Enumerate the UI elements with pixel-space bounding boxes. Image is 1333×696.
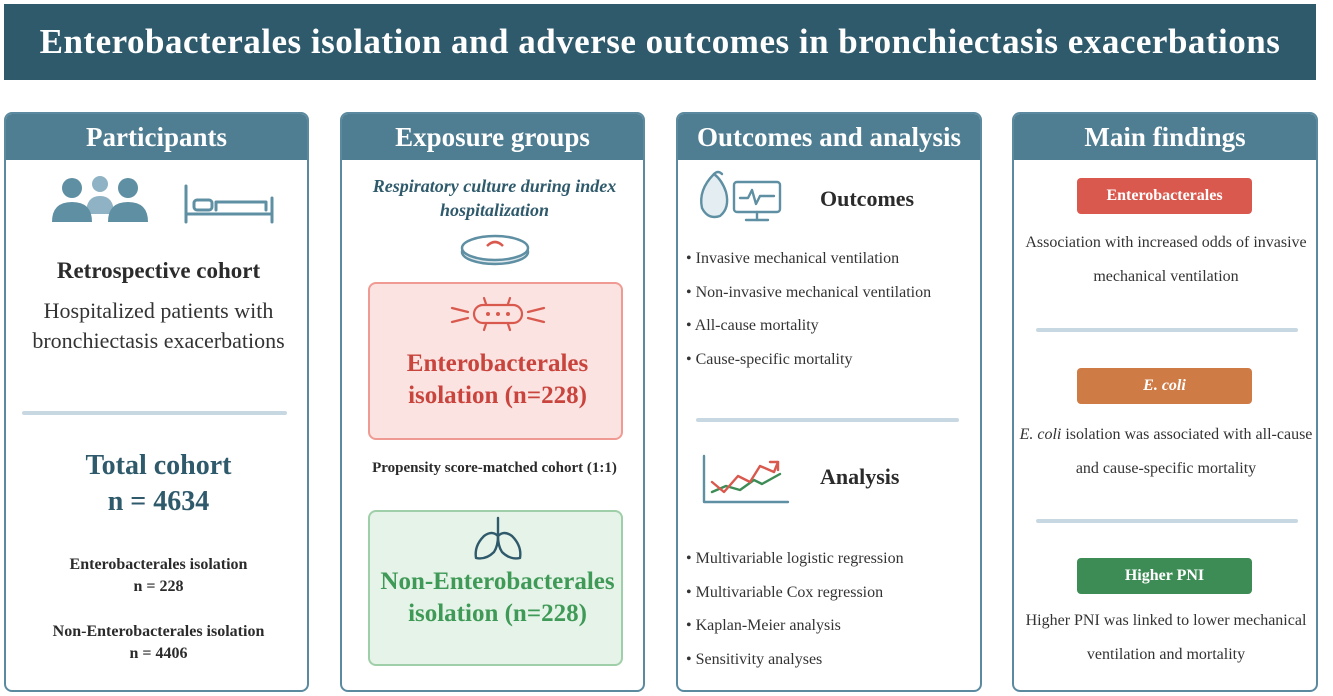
total-cohort-label: Total cohort (85, 450, 232, 481)
list-item: Invasive mechanical ventilation (686, 242, 980, 276)
list-item: Kaplan-Meier analysis (686, 609, 980, 643)
outcomes-panel: Outcomes and analysis Outcomes Invasive … (676, 112, 982, 692)
non-enterobacterales-count-block: Non-Enterobacterales isolation n = 4406 (6, 621, 307, 665)
total-cohort-n: n = 4634 (107, 486, 210, 517)
enterobacterales-count-block: Enterobacterales isolation n = 228 (6, 554, 307, 598)
exposure-panel: Exposure groups Respiratory culture duri… (340, 112, 645, 692)
line-chart-icon (702, 454, 790, 504)
enterobacterales-group-box: Enterobacterales isolation (n=228) (368, 282, 623, 440)
ecoli-italic-term: E. coli (1019, 426, 1062, 443)
enterobacterales-count-n: n = 228 (133, 578, 184, 595)
outcomes-list: Invasive mechanical ventilation Non-inva… (686, 242, 980, 377)
outcomes-title: Outcomes (820, 186, 915, 211)
list-item: Multivariable logistic regression (686, 542, 980, 576)
findings-header: Main findings (1014, 114, 1316, 160)
petri-dish-icon (460, 234, 530, 266)
divider (696, 418, 959, 422)
non-enterobacterales-group-box: Non-Enterobacterales isolation (n=228) (368, 510, 623, 666)
non-enterobacterales-count-n: n = 4406 (129, 645, 188, 662)
enterobacterales-finding-badge: Enterobacterales (1077, 178, 1252, 214)
higher-pni-finding-text: Higher PNI was linked to lower mechanica… (1025, 612, 1307, 663)
culture-text: Respiratory culture during index hospita… (372, 176, 617, 220)
analysis-list: Multivariable logistic regression Multiv… (686, 542, 980, 677)
enterobacterales-finding-text: Association with increased odds of invas… (1025, 234, 1307, 285)
retrospective-cohort-title: Retrospective cohort (56, 258, 261, 283)
hospital-bed-icon (184, 184, 274, 224)
enterobacterales-count-label: Enterobacterales isolation (69, 556, 248, 573)
non-enterobacterales-count-label: Non-Enterobacterales isolation (52, 623, 265, 640)
divider (1036, 519, 1298, 523)
ecoli-finding-badge: E. coli (1077, 368, 1252, 404)
exposure-header: Exposure groups (342, 114, 643, 160)
ecoli-finding-text: E. coli isolation was associated with al… (1018, 418, 1314, 486)
non-enterobacterales-group-label: Non-Enterobacterales isolation (n=228) (380, 568, 615, 627)
ventilator-monitor-icon (700, 170, 782, 222)
divider (1036, 328, 1298, 332)
higher-pni-finding-badge: Higher PNI (1077, 558, 1252, 594)
divider (22, 411, 287, 415)
list-item: Sensitivity analyses (686, 643, 980, 677)
cohort-description: Hospitalized patients with bronchiectasi… (32, 298, 285, 353)
list-item: Cause-specific mortality (686, 343, 980, 377)
total-cohort-block: Total cohort n = 4634 (6, 448, 307, 520)
list-item: Non-invasive mechanical ventilation (686, 276, 980, 310)
bacteria-icon (450, 296, 546, 332)
page-title-banner: Enterobacterales isolation and adverse o… (4, 4, 1316, 80)
propensity-score-text: Propensity score-matched cohort (1:1) (372, 460, 617, 476)
participants-panel: Participants Retrospective cohort Hospit… (4, 112, 309, 692)
list-item: All-cause mortality (686, 309, 980, 343)
people-group-icon (52, 176, 148, 222)
ecoli-finding-rest: isolation was associated with all-cause … (1061, 426, 1313, 477)
participants-header: Participants (6, 114, 307, 160)
list-item: Multivariable Cox regression (686, 576, 980, 610)
outcomes-header: Outcomes and analysis (678, 114, 980, 160)
analysis-title: Analysis (820, 464, 900, 489)
enterobacterales-group-label: Enterobacterales isolation (n=228) (406, 350, 589, 409)
lungs-icon (474, 516, 522, 560)
findings-panel: Main findings Enterobacterales Associati… (1012, 112, 1318, 692)
